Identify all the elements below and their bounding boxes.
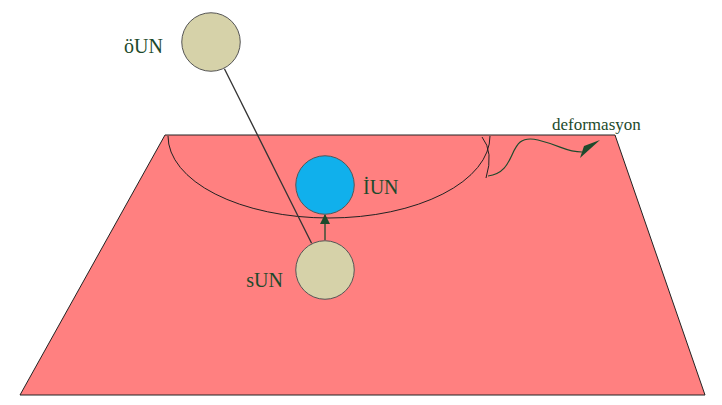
leader-line [488, 139, 582, 176]
node-label: sUN [246, 269, 283, 291]
circle-node: İUN [295, 155, 355, 215]
trapezoid-body [20, 135, 705, 395]
circle-node: sUN [295, 240, 355, 300]
deformation-bracket [482, 137, 489, 178]
circle-outline [296, 156, 355, 215]
circle-shape [295, 155, 355, 215]
leader-arrowhead [580, 140, 600, 158]
node-label: İUN [363, 176, 399, 198]
circle-outline [296, 241, 355, 300]
circle-shape [181, 12, 241, 72]
connector-line [224, 69, 311, 243]
circle-outline [182, 13, 241, 72]
circle-node: öUN [181, 12, 241, 72]
node-label: öUN [124, 35, 163, 57]
connector-arrow [324, 215, 325, 240]
annotation-label: deformasyon [552, 116, 641, 135]
circle-shape [295, 240, 355, 300]
deformation-arc [168, 136, 490, 218]
